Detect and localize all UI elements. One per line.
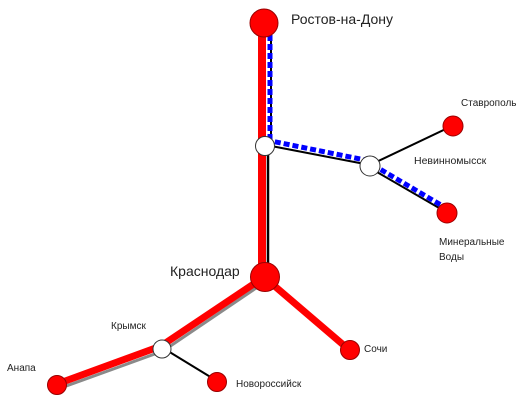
- label-stavropol: Ставрополь: [461, 98, 517, 109]
- junction-marker[interactable]: [255, 136, 275, 156]
- station-mineralnye-vody-marker[interactable]: [436, 202, 458, 224]
- label-nevinnomyssk: Невинномысск: [414, 155, 487, 167]
- label-mineralnye-vody-line1: Минеральные: [439, 237, 505, 248]
- label-sochi: Сочи: [364, 344, 387, 355]
- station-sochi-marker[interactable]: [340, 340, 360, 360]
- line-nevinnomyssk-stavropol: [369, 125, 453, 166]
- label-rostov: Ростов-на-Дону: [291, 11, 393, 27]
- station-novorossiysk-marker[interactable]: [207, 372, 227, 392]
- label-novorossiysk: Новороссийск: [236, 379, 302, 390]
- line-junction-nevinnomyssk: [265, 137, 371, 166]
- station-rostov-marker[interactable]: [249, 8, 279, 38]
- label-krasnodar: Краснодар: [170, 263, 240, 279]
- station-anapa-marker[interactable]: [47, 375, 67, 395]
- line-krasnodar-anapa: [55, 274, 266, 391]
- label-anapa: Анапа: [7, 363, 36, 374]
- label-mineralnye-vody-line2: Воды: [439, 252, 464, 263]
- station-stavropol-marker[interactable]: [442, 115, 464, 137]
- station-krymsk-marker[interactable]: [152, 339, 172, 359]
- line-krasnodar-sochi: [261, 274, 351, 354]
- line-krymsk-novorossiysk: [162, 347, 218, 382]
- station-krasnodar-marker[interactable]: [250, 262, 280, 292]
- line-nevinnomyssk-mineralnye-vody: [369, 162, 448, 213]
- station-nevinnomyssk-marker[interactable]: [359, 155, 381, 177]
- label-krymsk: Крымск: [111, 321, 146, 332]
